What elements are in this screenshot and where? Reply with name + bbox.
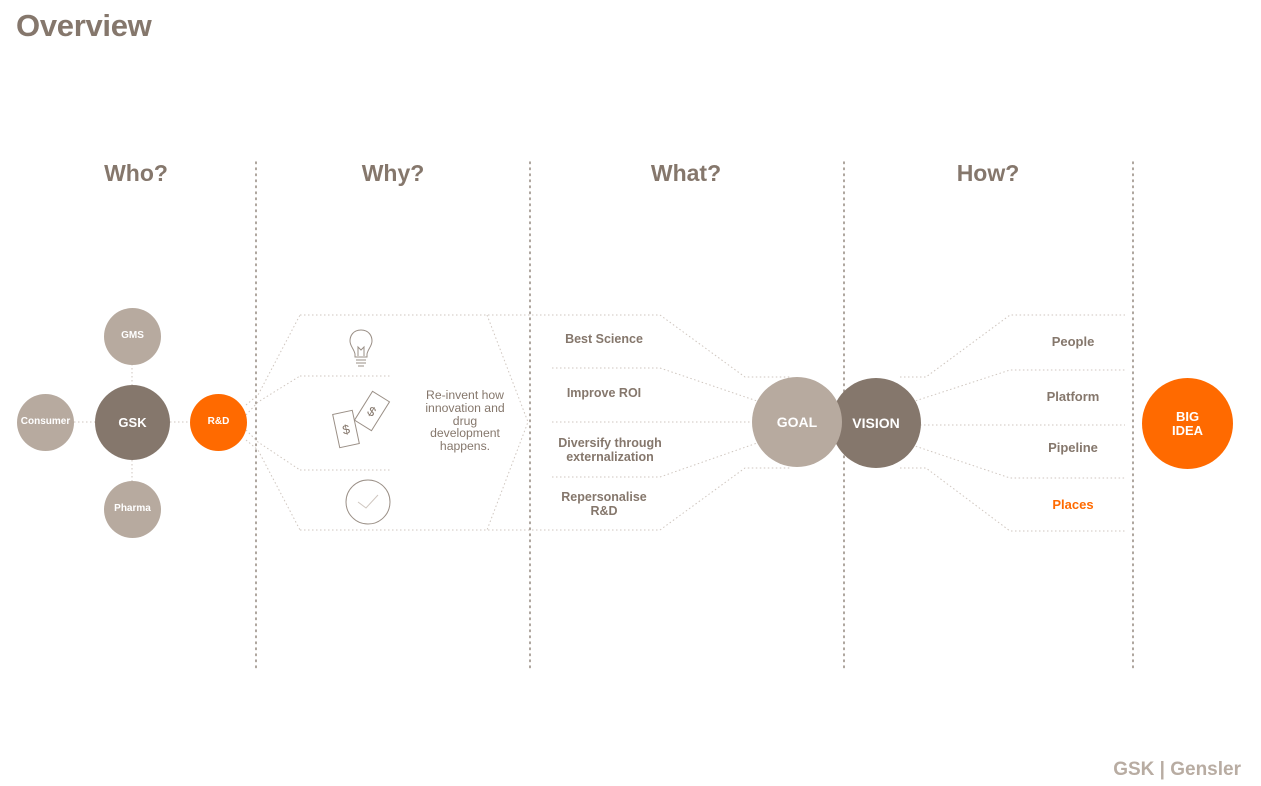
why-statement: Re-invent how innovation and drug develo… <box>425 388 505 454</box>
column-heading-how: How? <box>956 160 1020 186</box>
what-item-best-science: Best Science <box>565 332 643 346</box>
node-rnd: R&D <box>190 394 247 451</box>
connector <box>245 375 301 416</box>
connector <box>552 441 761 478</box>
how-item-people: People <box>1051 334 1095 349</box>
connector <box>552 367 761 403</box>
node-vision-label: VISION <box>852 414 900 431</box>
node-vision: VISION <box>831 378 921 468</box>
how-item-pipeline: Pipeline <box>1048 440 1098 455</box>
page-title: Overview <box>16 8 152 43</box>
column-heading-why: Why? <box>361 160 425 186</box>
connector <box>659 467 790 531</box>
node-rnd-label: R&D <box>207 416 230 428</box>
check-icon <box>345 479 391 525</box>
node-goal: GOAL <box>752 377 842 467</box>
connector <box>245 314 301 406</box>
node-gsk-label: GSK <box>118 414 147 430</box>
connector <box>911 444 1125 479</box>
what-item-repersonalise: Repersonalise R&D <box>561 490 647 518</box>
node-gms-label: GMS <box>121 330 144 342</box>
node-consumer: Consumer <box>17 394 74 451</box>
connector <box>245 439 301 531</box>
connector <box>659 314 790 378</box>
how-item-places: Places <box>1052 497 1094 512</box>
node-gsk: GSK <box>95 385 170 460</box>
column-heading-what: What? <box>650 160 722 186</box>
node-big-idea: BIG IDEA <box>1142 378 1233 469</box>
node-pharma-label: Pharma <box>114 503 151 515</box>
node-gms: GMS <box>104 308 161 365</box>
connector <box>900 314 1125 378</box>
node-big-idea-label: BIG IDEA <box>1171 408 1204 438</box>
node-pharma: Pharma <box>104 481 161 538</box>
footer-brand: GSK | Gensler <box>1113 759 1241 780</box>
how-item-platform: Platform <box>1046 389 1100 404</box>
node-consumer-label: Consumer <box>20 416 71 428</box>
lightbulb-icon <box>349 329 373 367</box>
money-icon: $ $ <box>332 390 391 449</box>
connector <box>245 429 301 471</box>
node-goal-label: GOAL <box>776 413 818 430</box>
what-item-improve-roi: Improve ROI <box>566 386 642 400</box>
column-heading-who: Who? <box>104 160 168 186</box>
svg-text:$: $ <box>341 421 352 437</box>
connector <box>900 467 1125 532</box>
what-item-diversify: Diversify through externalization <box>558 436 662 464</box>
